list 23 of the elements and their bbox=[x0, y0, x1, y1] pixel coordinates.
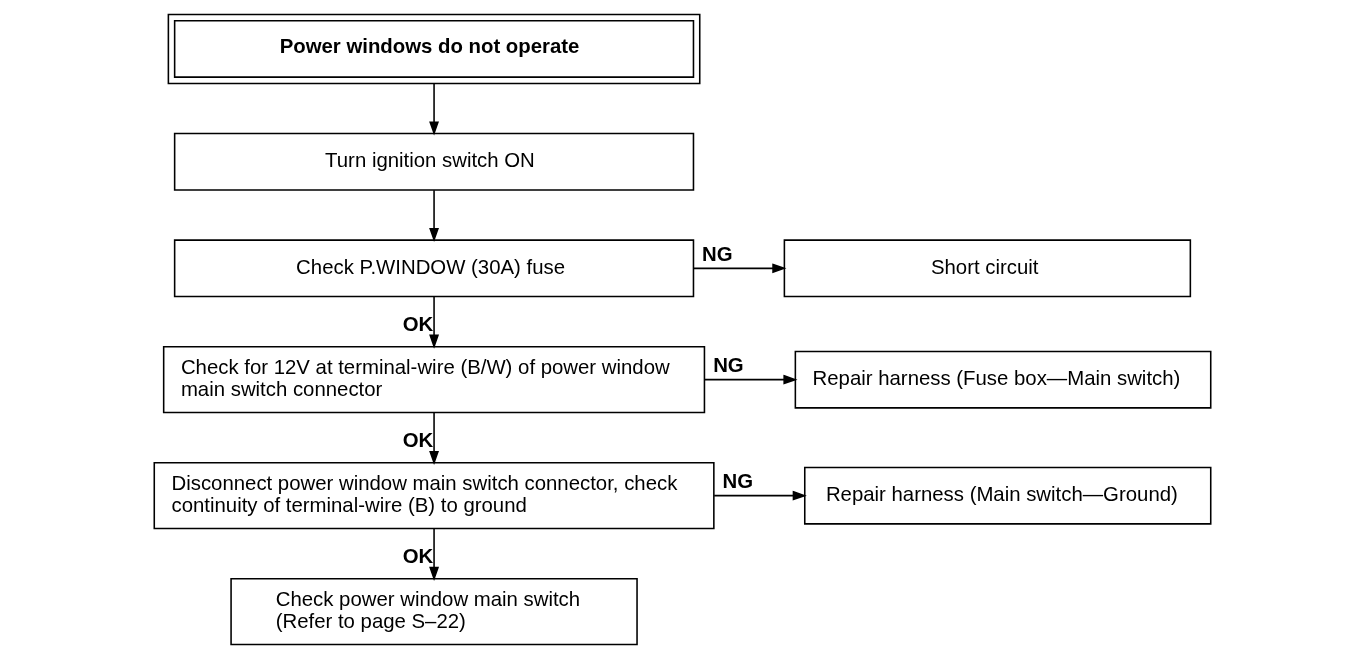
arrow bbox=[429, 189, 439, 243]
node-box: Turn ignition switch ON bbox=[173, 132, 695, 191]
arrow bbox=[429, 296, 439, 349]
node-box: Repair harness (Main switch—Ground) bbox=[803, 466, 1212, 525]
edge-label: NG bbox=[702, 243, 733, 266]
edge-label: OK bbox=[402, 544, 434, 567]
edge-label: OK bbox=[402, 312, 434, 335]
node-box: Check for 12V at terminal-wire (B/W) of power window main switch connector bbox=[162, 345, 706, 414]
arrow bbox=[429, 527, 439, 581]
edge-label: NG bbox=[713, 354, 744, 377]
node-box: Check P.WINDOW (30A) fuse bbox=[173, 239, 695, 298]
node-box: Power windows do not operate bbox=[167, 13, 701, 85]
arrow bbox=[429, 411, 439, 465]
edge-label: NG bbox=[722, 470, 753, 493]
arrow bbox=[713, 490, 807, 501]
edge-label: OK bbox=[402, 428, 434, 451]
node-box: Repair harness (Fuse box—Main switch) bbox=[794, 350, 1212, 409]
arrow bbox=[429, 83, 439, 136]
node-box: Short circuit bbox=[783, 239, 1192, 298]
node-box: Disconnect power window main switch connector, check continuity of terminal-wire (B) to ground bbox=[153, 461, 715, 530]
node-box: Check power window main switch (Refer to page S–22) bbox=[230, 577, 638, 646]
arrow bbox=[704, 374, 798, 385]
arrow bbox=[692, 263, 787, 274]
